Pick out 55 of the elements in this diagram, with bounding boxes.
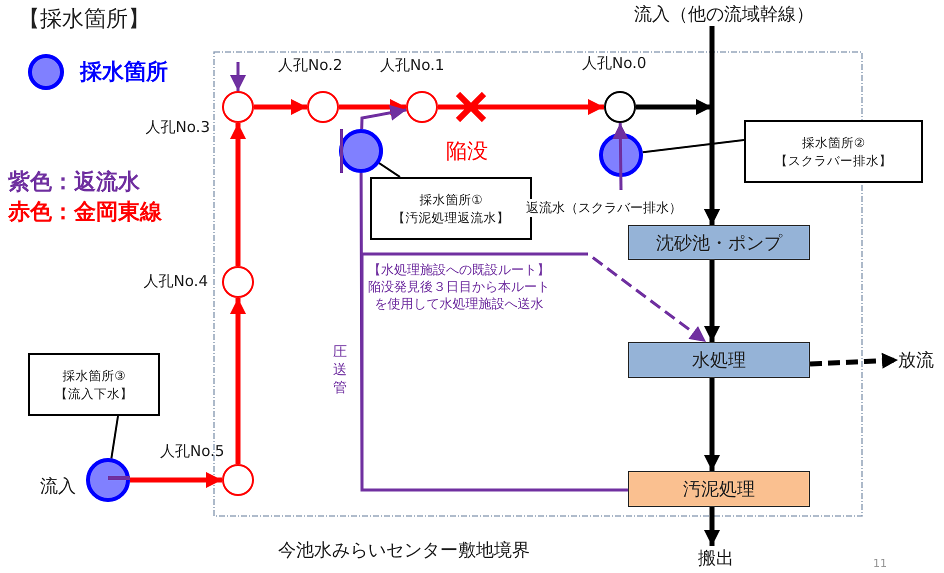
process-box: 汚泥処理 bbox=[628, 471, 810, 507]
collapse-label: 陥没 bbox=[446, 138, 488, 165]
arrow bbox=[339, 99, 406, 115]
manhole-label: 人孔No.5 bbox=[160, 442, 224, 461]
manhole-label: 人孔No.1 bbox=[380, 56, 444, 75]
arrow bbox=[130, 472, 222, 488]
sampling-point-circle bbox=[339, 129, 383, 173]
inflow-label: 流入（他の流域幹線） bbox=[634, 2, 814, 26]
arrow bbox=[230, 123, 246, 266]
arrow bbox=[612, 122, 628, 190]
process-box: 水処理 bbox=[628, 342, 810, 378]
sampling-point-circle bbox=[86, 458, 130, 502]
edge-label: 圧送管 bbox=[333, 343, 348, 397]
arrow bbox=[230, 62, 246, 91]
manhole-circle bbox=[222, 266, 254, 298]
outflow-label: 放流 bbox=[898, 348, 934, 372]
arrow bbox=[810, 352, 898, 369]
leader-line bbox=[110, 416, 119, 458]
manhole-circle bbox=[222, 464, 254, 496]
manhole-label: 人孔No.4 bbox=[144, 272, 208, 291]
manhole-label: 人孔No.3 bbox=[146, 118, 210, 137]
callout-heading: 採水箇所③ bbox=[62, 366, 126, 384]
arrow bbox=[254, 99, 307, 115]
title: 【採水箇所】 bbox=[18, 6, 150, 34]
callout-text: 【流入下水】 bbox=[55, 384, 133, 402]
arrow bbox=[438, 99, 604, 115]
arrow bbox=[704, 507, 720, 546]
callout-box bbox=[28, 353, 160, 416]
callout-box bbox=[744, 120, 923, 183]
arrow bbox=[704, 260, 720, 342]
arrow bbox=[230, 298, 246, 464]
leader-line bbox=[642, 139, 744, 154]
callout-text: 【汚泥処理返流水】 bbox=[392, 208, 510, 226]
manhole-circle bbox=[307, 91, 339, 123]
callout-heading: 採水箇所① bbox=[419, 190, 483, 208]
callout-text: 【スクラバー排水】 bbox=[775, 152, 892, 170]
arrow bbox=[704, 378, 720, 471]
edge-label: 【水処理施設への既設ルート】陥没発見後３日目から本ルートを使用して水処理施設へ送水 bbox=[368, 262, 550, 313]
arrow bbox=[360, 252, 707, 492]
legend-text: 採水箇所 bbox=[80, 59, 168, 87]
manhole-label: 人孔No.0 bbox=[582, 54, 646, 73]
leader-line bbox=[378, 162, 401, 178]
page-number: 11 bbox=[873, 557, 887, 570]
manhole-circle bbox=[222, 91, 254, 123]
inflow-label: 流入 bbox=[40, 475, 76, 498]
outflow-label: 搬出 bbox=[698, 546, 734, 570]
manhole-circle bbox=[406, 91, 438, 123]
manhole-circle bbox=[604, 91, 636, 123]
arrow bbox=[360, 104, 407, 130]
boundary-label: 今池水みらいセンター敷地境界 bbox=[278, 539, 530, 562]
callout-heading: 採水箇所② bbox=[802, 134, 866, 152]
color-note: 赤色：金岡東線 bbox=[8, 199, 162, 227]
manhole-label: 人孔No.2 bbox=[278, 56, 342, 75]
process-box: 沈砂池・ポンプ bbox=[628, 225, 810, 260]
color-note: 紫色：返流水 bbox=[8, 168, 140, 197]
